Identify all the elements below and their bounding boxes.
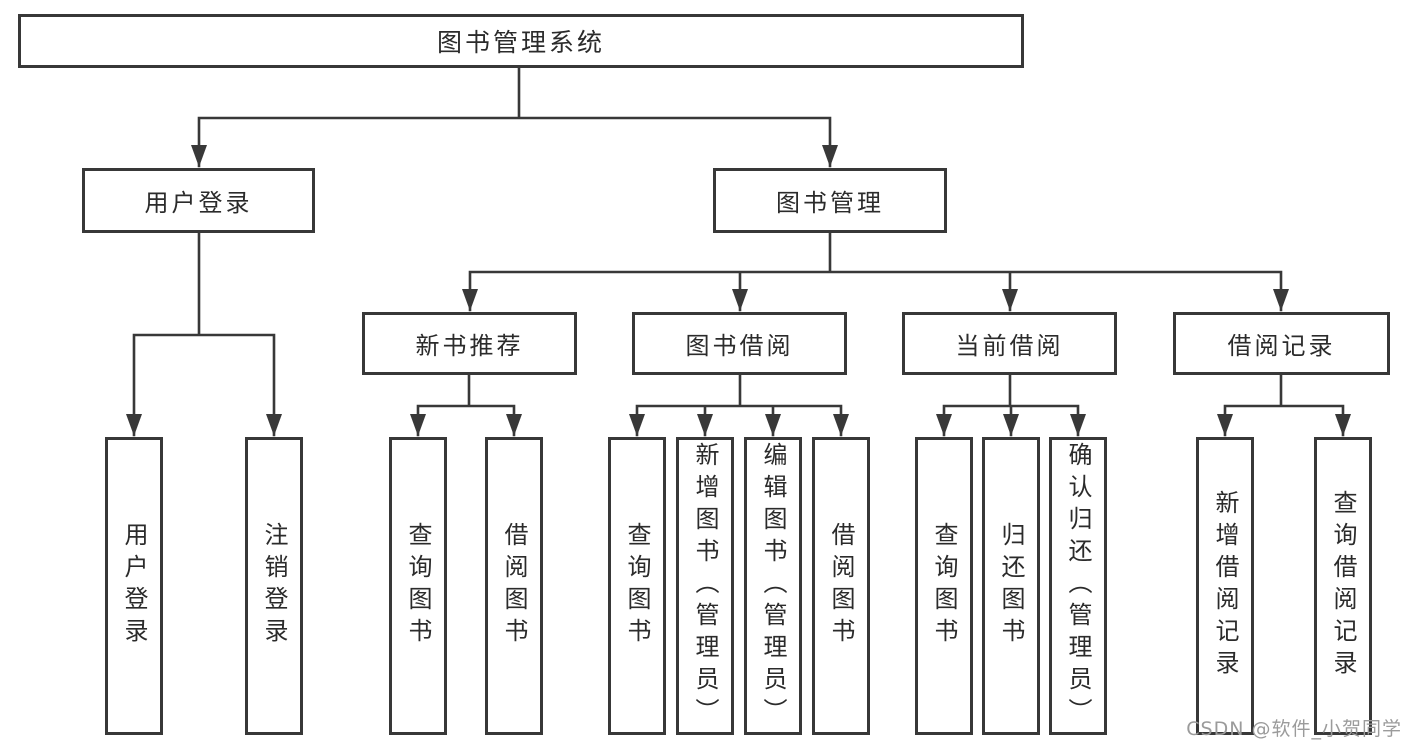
leaf-add-borrow-record: 新增借阅记录 <box>1196 437 1254 735</box>
leaf-user-login: 用户登录 <box>105 437 163 735</box>
node-book-borrowing: 图书借阅 <box>632 312 847 375</box>
leaf-current-query-books: 查询图书 <box>915 437 973 735</box>
node-current-borrowing: 当前借阅 <box>902 312 1117 375</box>
leaf-query-borrow-record: 查询借阅记录 <box>1314 437 1372 735</box>
leaf-recommend-query-books: 查询图书 <box>389 437 447 735</box>
watermark-text: CSDN @软件_小贺同学 <box>1186 718 1402 740</box>
node-new-book-recommendation: 新书推荐 <box>362 312 577 375</box>
node-user-login: 用户登录 <box>82 168 315 233</box>
leaf-borrow-books: 借阅图书 <box>812 437 870 735</box>
leaf-return-books: 归还图书 <box>982 437 1040 735</box>
leaf-add-books-admin: 新增图书（管理员） <box>676 437 734 735</box>
node-book-management: 图书管理 <box>713 168 947 233</box>
arrowheads <box>126 145 1351 436</box>
connector-paths <box>132 66 1345 437</box>
leaf-logout: 注销登录 <box>245 437 303 735</box>
node-borrowing-records: 借阅记录 <box>1173 312 1390 375</box>
leaf-recommend-borrow-books: 借阅图书 <box>485 437 543 735</box>
node-library-system: 图书管理系统 <box>18 14 1024 68</box>
leaf-borrow-query-books: 查询图书 <box>608 437 666 735</box>
leaf-edit-books-admin: 编辑图书（管理员） <box>744 437 802 735</box>
leaf-confirm-return-admin: 确认归还（管理员） <box>1049 437 1107 735</box>
